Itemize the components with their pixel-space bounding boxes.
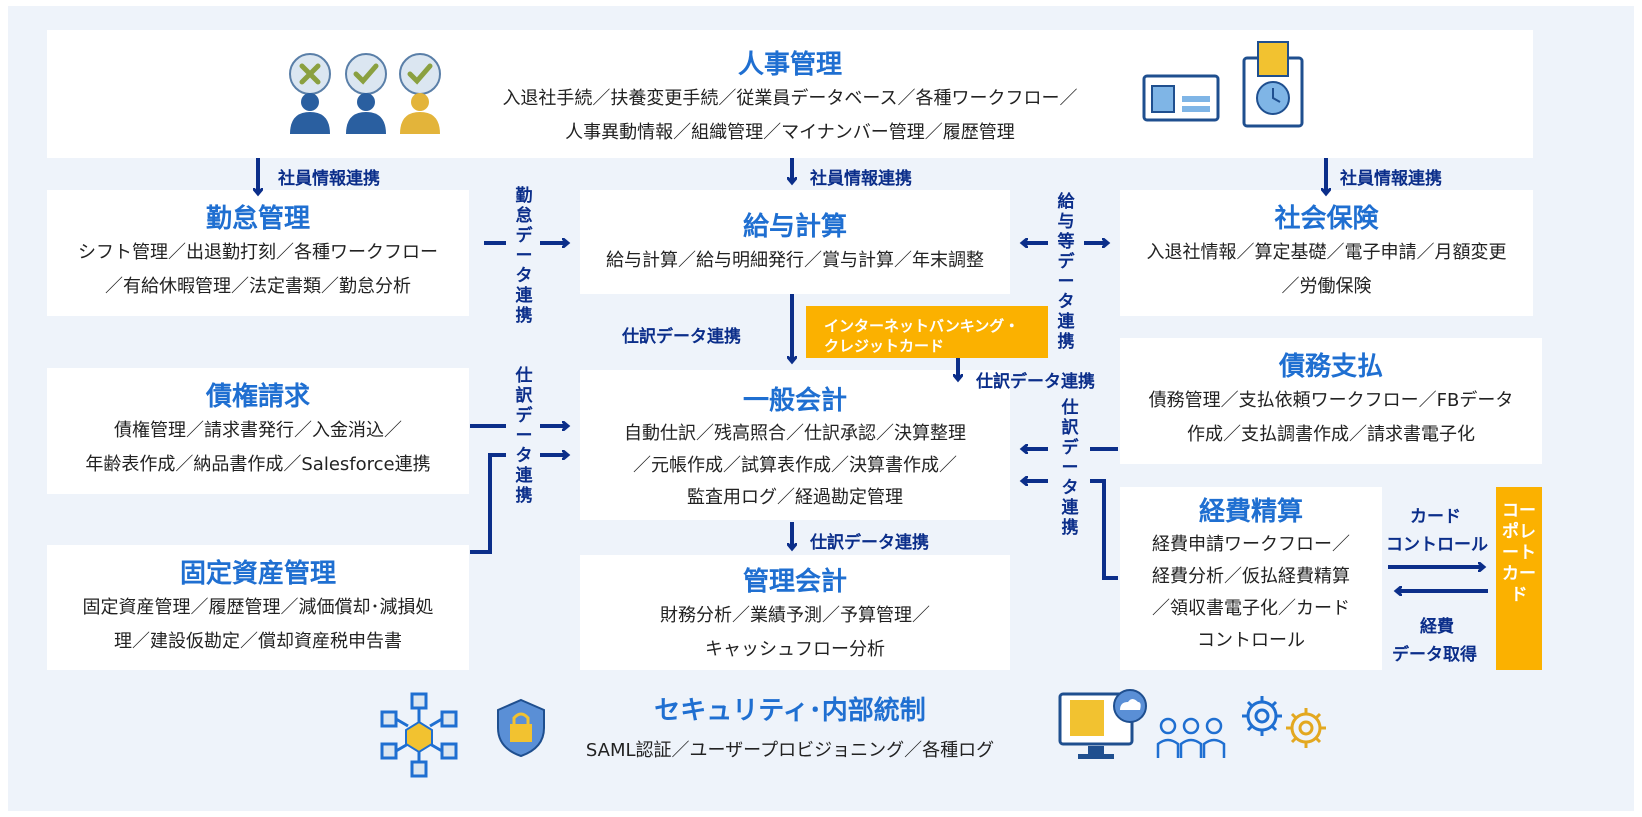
network-cube-icon (380, 692, 458, 778)
receivables-title: 債権請求 (205, 382, 310, 412)
payables-desc-line2: 作成／支払調書作成／請求書電子化 (1187, 424, 1475, 445)
general-accounting-desc-line2: ／元帳作成／試算表作成／決算書作成／ (633, 455, 957, 476)
attendance-desc-line2: ／有給休暇管理／法定書類／勤怠分析 (105, 276, 411, 297)
label-journal-banking: 仕訳データ連携 (976, 372, 1095, 392)
label-attendance-data: 勤怠データ連携 (515, 186, 533, 326)
security-desc-line1: SAML認証／ユーザープロビジョニング／各種ログ (585, 740, 995, 761)
expenses-desc-line1: 経費申請ワークフロー／ (1152, 534, 1350, 555)
management-accounting-box: 管理会計 財務分析／業績予測／予算管理／ キャッシュフロー分析 (580, 555, 1010, 670)
expenses-desc-line2: 経費分析／仮払経費精算 (1152, 566, 1350, 587)
label-journal-payroll: 仕訳データ連携 (622, 327, 741, 347)
person-reject-icon (289, 53, 331, 134)
person-approve-icon (345, 53, 387, 134)
label-card-control-1: カード (1410, 507, 1461, 527)
payables-box: 債務支払 債務管理／支払依頼ワークフロー／FBデータ 作成／支払調書作成／請求書… (1120, 338, 1542, 464)
fixed-assets-desc-line2: 理／建設仮勘定／償却資産税申告書 (114, 631, 402, 652)
label-salary-data: 給与等データ連携 (1057, 192, 1075, 352)
attendance-desc-line1: シフト管理／出退勤打刻／各種ワークフロー (78, 242, 438, 263)
payables-title: 債務支払 (1278, 352, 1383, 382)
label-expense-data-2: データ取得 (1392, 645, 1477, 665)
person-approve-gold-icon (399, 53, 441, 134)
expenses-desc-line3: ／領収書電子化／カード (1152, 598, 1350, 619)
expenses-box: 経費精算 経費申請ワークフロー／ 経費分析／仮払経費精算 ／領収書電子化／カード… (1120, 487, 1382, 670)
management-accounting-title: 管理会計 (742, 567, 847, 597)
label-expense-data-1: 経費 (1420, 617, 1454, 637)
label-journal-right: 仕訳データ連携 (1061, 398, 1079, 538)
internet-banking-credit-card-box: インターネットバンキング・ クレジットカード (806, 306, 1048, 358)
social-insurance-desc-line2: ／労働保険 (1281, 276, 1372, 297)
general-accounting-title: 一般会計 (742, 386, 847, 416)
label-employee-info-3: 社員情報連携 (1340, 169, 1442, 189)
expenses-title: 経費精算 (1198, 497, 1303, 527)
social-insurance-box: 社会保険 入退社情報／算定基礎／電子申請／月額変更 ／労働保険 (1120, 190, 1533, 316)
label-employee-info-1: 社員情報連携 (278, 169, 380, 189)
arrow-expenses-connector (1090, 479, 1118, 580)
corporate-card-box: コーポレートカード (1496, 487, 1542, 670)
banking-box-line2: クレジットカード (824, 337, 945, 355)
computer-cloud-icon (1058, 689, 1147, 759)
payroll-box: 給与計算 給与計算／給与明細発行／賞与計算／年末調整 (580, 190, 1010, 294)
id-card-icon (1142, 74, 1220, 122)
security-section: セキュリティ･内部統制 SAML認証／ユーザープロビジョニング／各種ログ (540, 690, 1040, 795)
lock-shield-icon (497, 698, 545, 758)
banking-box-line1: インターネットバンキング・ (824, 317, 1020, 335)
label-employee-info-2: 社員情報連携 (810, 169, 912, 189)
payroll-desc-line1: 給与計算／給与明細発行／賞与計算／年末調整 (606, 250, 984, 271)
hr-title: 人事管理 (737, 50, 842, 80)
general-accounting-box: 一般会計 自動仕訳／残高照合／仕訳承認／決算整理 ／元帳作成／試算表作成／決算書… (580, 370, 1010, 520)
receivables-desc-line2: 年齢表作成／納品書作成／Salesforce連携 (85, 454, 431, 475)
fixed-assets-title: 固定資産管理 (179, 559, 336, 589)
label-journal-management: 仕訳データ連携 (810, 533, 929, 553)
fixed-assets-box: 固定資産管理 固定資産管理／履歴管理／減価償却･減損処 理／建設仮勘定／償却資産… (47, 545, 469, 670)
payables-desc-line1: 債務管理／支払依頼ワークフロー／FBデータ (1148, 390, 1514, 411)
receivables-box: 債権請求 債権管理／請求書発行／入金消込／ 年齢表作成／納品書作成／Salesf… (47, 368, 469, 494)
hr-desc-line1: 入退社手続／扶養変更手続／従業員データベース／各種ワークフロー／ (502, 88, 1078, 109)
management-accounting-desc-line2: キャッシュフロー分析 (705, 639, 885, 660)
management-accounting-desc-line1: 財務分析／業績予測／予算管理／ (660, 605, 930, 626)
receivables-desc-line1: 債権管理／請求書発行／入金消込／ (114, 420, 402, 441)
team-icon (1156, 717, 1226, 758)
payroll-title: 給与計算 (742, 212, 847, 242)
attendance-box: 勤怠管理 シフト管理／出退勤打刻／各種ワークフロー ／有給休暇管理／法定書類／勤… (47, 190, 469, 316)
general-accounting-desc-line1: 自動仕訳／残高照合／仕訳承認／決算整理 (624, 423, 966, 444)
attendance-title: 勤怠管理 (205, 204, 310, 234)
general-accounting-desc-line3: 監査用ログ／経過勘定管理 (687, 487, 903, 508)
label-card-control-2: コントロール (1386, 535, 1488, 555)
hr-desc-line2: 人事異動情報／組織管理／マイナンバー管理／履歴管理 (565, 122, 1015, 143)
security-title: セキュリティ･内部統制 (654, 696, 926, 726)
fixed-assets-desc-line1: 固定資産管理／履歴管理／減価償却･減損処 (82, 597, 434, 618)
expenses-desc-line4: コントロール (1197, 630, 1305, 651)
arrow-fixed-assets-connector (470, 453, 506, 554)
timecard-icon (1242, 41, 1304, 128)
label-journal-left: 仕訳データ連携 (515, 366, 533, 506)
gears-icon (1242, 696, 1326, 748)
social-insurance-desc-line1: 入退社情報／算定基礎／電子申請／月額変更 (1146, 242, 1507, 263)
social-insurance-title: 社会保険 (1274, 204, 1379, 234)
